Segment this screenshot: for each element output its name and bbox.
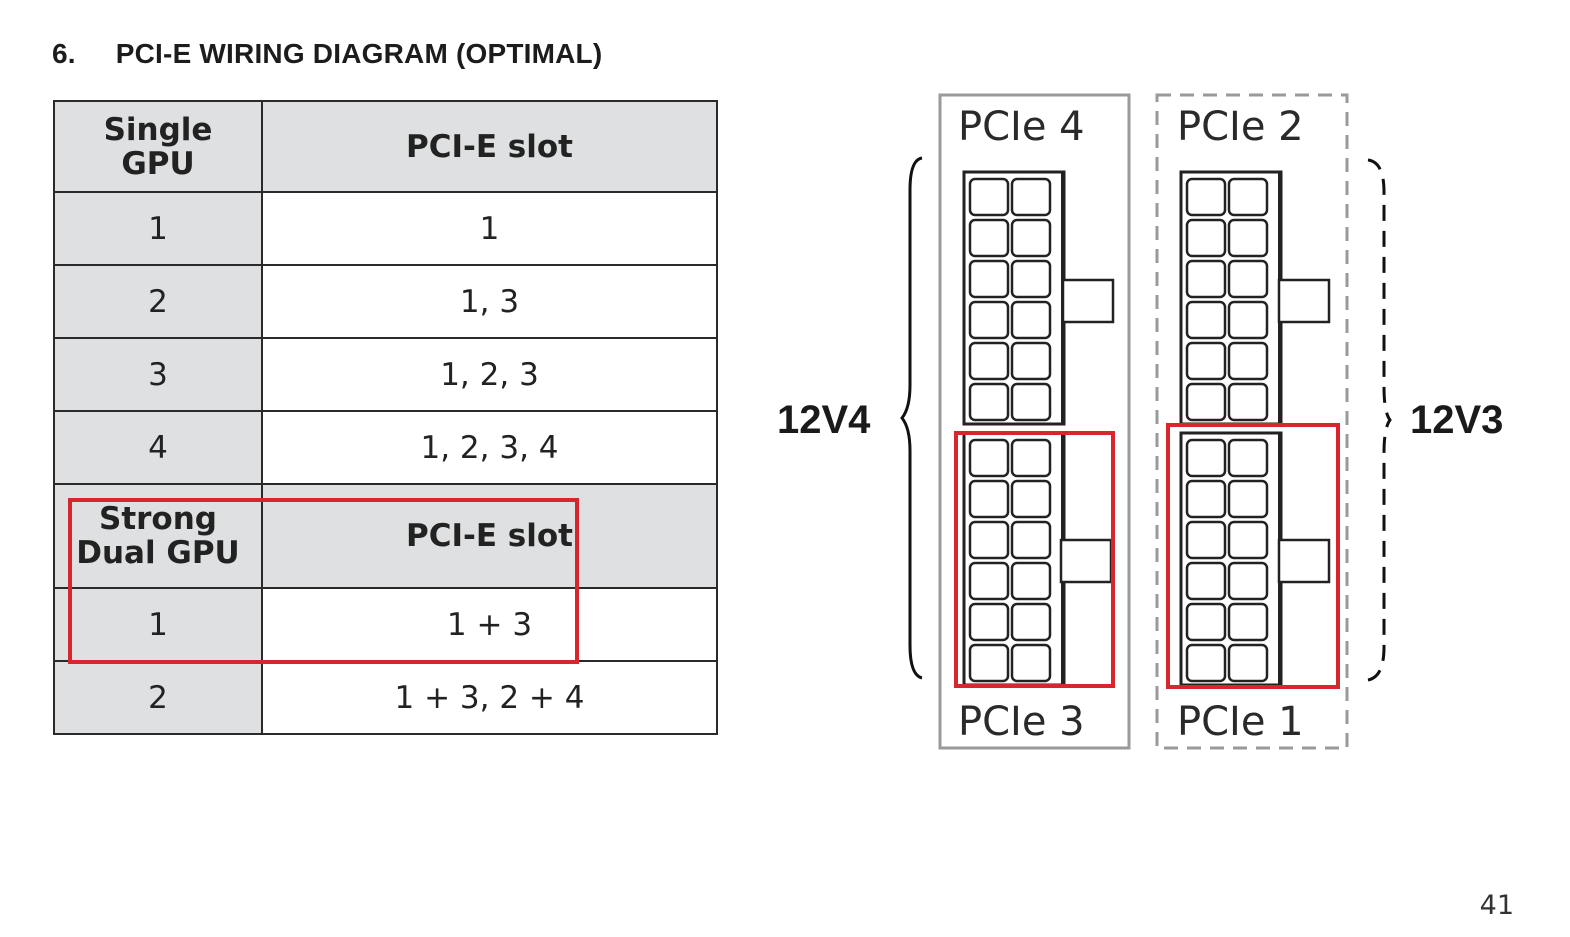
latch-pcie2 (1277, 278, 1331, 324)
gpu-count-cell: 3 (53, 337, 263, 412)
slot-cell: 1 + 3, 2 + 4 (261, 660, 718, 735)
pin-pcie3 (1010, 520, 1052, 560)
pin-pcie3 (968, 438, 1010, 478)
table-row: 1 1 (53, 191, 718, 266)
pin-pcie3 (968, 520, 1010, 560)
pin-pcie2 (1227, 341, 1269, 381)
group-box-right (1155, 93, 1349, 750)
brace-right (1367, 158, 1392, 682)
pin-pcie4 (968, 382, 1010, 422)
pin-pcie4 (968, 218, 1010, 258)
pin-pcie4 (968, 300, 1010, 340)
pin-pcie3 (1010, 479, 1052, 519)
pin-pcie2 (1185, 300, 1227, 340)
latch-pcie4 (1061, 278, 1115, 324)
pin-pcie3 (1010, 438, 1052, 478)
table-row: 2 1, 3 (53, 264, 718, 339)
single-gpu-header-row: Single GPU PCI-E slot (53, 100, 718, 193)
pin-pcie4 (968, 341, 1010, 381)
pcie-slot-table: Single GPU PCI-E slot 1 1 2 1, 3 3 1, 2,… (53, 100, 718, 735)
label-pcie4: PCIe 4 (958, 104, 1085, 150)
section-number: 6. (52, 38, 76, 69)
slot-cell: 1 + 3 (261, 587, 718, 662)
group-box-left (938, 93, 1131, 750)
pin-pcie2 (1227, 300, 1269, 340)
pin-pcie1 (1227, 643, 1269, 683)
pin-pcie1 (1185, 602, 1227, 642)
pin-pcie4 (968, 259, 1010, 299)
pin-pcie3 (968, 561, 1010, 601)
pin-pcie4 (968, 177, 1010, 217)
brace-left (900, 156, 923, 680)
highlight-pcie3 (954, 431, 1115, 688)
pin-pcie2 (1185, 259, 1227, 299)
single-gpu-header: Single GPU (53, 100, 263, 193)
table-row: 3 1, 2, 3 (53, 337, 718, 412)
pin-pcie3 (1010, 643, 1052, 683)
slot-cell: 1, 2, 3 (261, 337, 718, 412)
label-pcie3: PCIe 3 (958, 699, 1085, 745)
pin-pcie3 (968, 602, 1010, 642)
pin-pcie2 (1185, 177, 1227, 217)
pin-pcie1 (1227, 438, 1269, 478)
gpu-count-cell: 1 (53, 191, 263, 266)
label-pcie1: PCIe 1 (1177, 699, 1304, 745)
pin-pcie4 (1010, 218, 1052, 258)
slot-cell: 1 (261, 191, 718, 266)
label-pcie2: PCIe 2 (1177, 104, 1304, 150)
pin-pcie3 (968, 479, 1010, 519)
pin-pcie4 (1010, 382, 1052, 422)
connector-group (962, 170, 1331, 687)
pin-pcie1 (1227, 479, 1269, 519)
pcie-slot-header: PCI-E slot (261, 483, 718, 589)
gpu-count-cell: 2 (53, 660, 263, 735)
rail-label-12v4: 12V4 (777, 398, 871, 442)
pin-pcie4 (1010, 341, 1052, 381)
table-row: 4 1, 2, 3, 4 (53, 410, 718, 485)
pin-pcie1 (1227, 520, 1269, 560)
section-title: PCI-E WIRING DIAGRAM (OPTIMAL) (115, 38, 603, 69)
latch-pcie1 (1277, 538, 1331, 584)
pin-pcie3 (968, 643, 1010, 683)
pin-pcie2 (1185, 341, 1227, 381)
pcie-slot-header: PCI-E slot (261, 100, 718, 193)
pin-pcie2 (1185, 382, 1227, 422)
pin-pcie3 (1010, 561, 1052, 601)
pin-pcie2 (1227, 259, 1269, 299)
pin-pcie3 (1010, 602, 1052, 642)
highlight-pcie1 (1166, 423, 1340, 689)
pin-pcie1 (1227, 561, 1269, 601)
section-heading: 6. PCI-E WIRING DIAGRAM (OPTIMAL) (52, 38, 602, 70)
gpu-count-cell: 4 (53, 410, 263, 485)
rail-label-12v3: 12V3 (1410, 398, 1503, 442)
slot-cell: 1, 2, 3, 4 (261, 410, 718, 485)
pin-pcie1 (1185, 561, 1227, 601)
pin-pcie2 (1227, 177, 1269, 217)
gpu-count-cell: 2 (53, 264, 263, 339)
pin-pcie2 (1185, 218, 1227, 258)
gpu-count-cell: 1 (53, 587, 263, 662)
pin-pcie2 (1227, 218, 1269, 258)
slot-cell: 1, 3 (261, 264, 718, 339)
table-row: 1 1 + 3 (53, 587, 718, 662)
pin-pcie2 (1227, 382, 1269, 422)
dual-gpu-header-row: Strong Dual GPU PCI-E slot (53, 483, 718, 589)
pin-pcie1 (1185, 643, 1227, 683)
table-row: 2 1 + 3, 2 + 4 (53, 660, 718, 735)
pin-pcie1 (1185, 520, 1227, 560)
page-number: 41 (1479, 890, 1514, 921)
latch-pcie3 (1059, 538, 1113, 584)
pin-pcie4 (1010, 177, 1052, 217)
pin-pcie4 (1010, 300, 1052, 340)
pin-pcie1 (1185, 479, 1227, 519)
pin-pcie1 (1227, 602, 1269, 642)
pin-pcie1 (1185, 438, 1227, 478)
pin-pcie4 (1010, 259, 1052, 299)
